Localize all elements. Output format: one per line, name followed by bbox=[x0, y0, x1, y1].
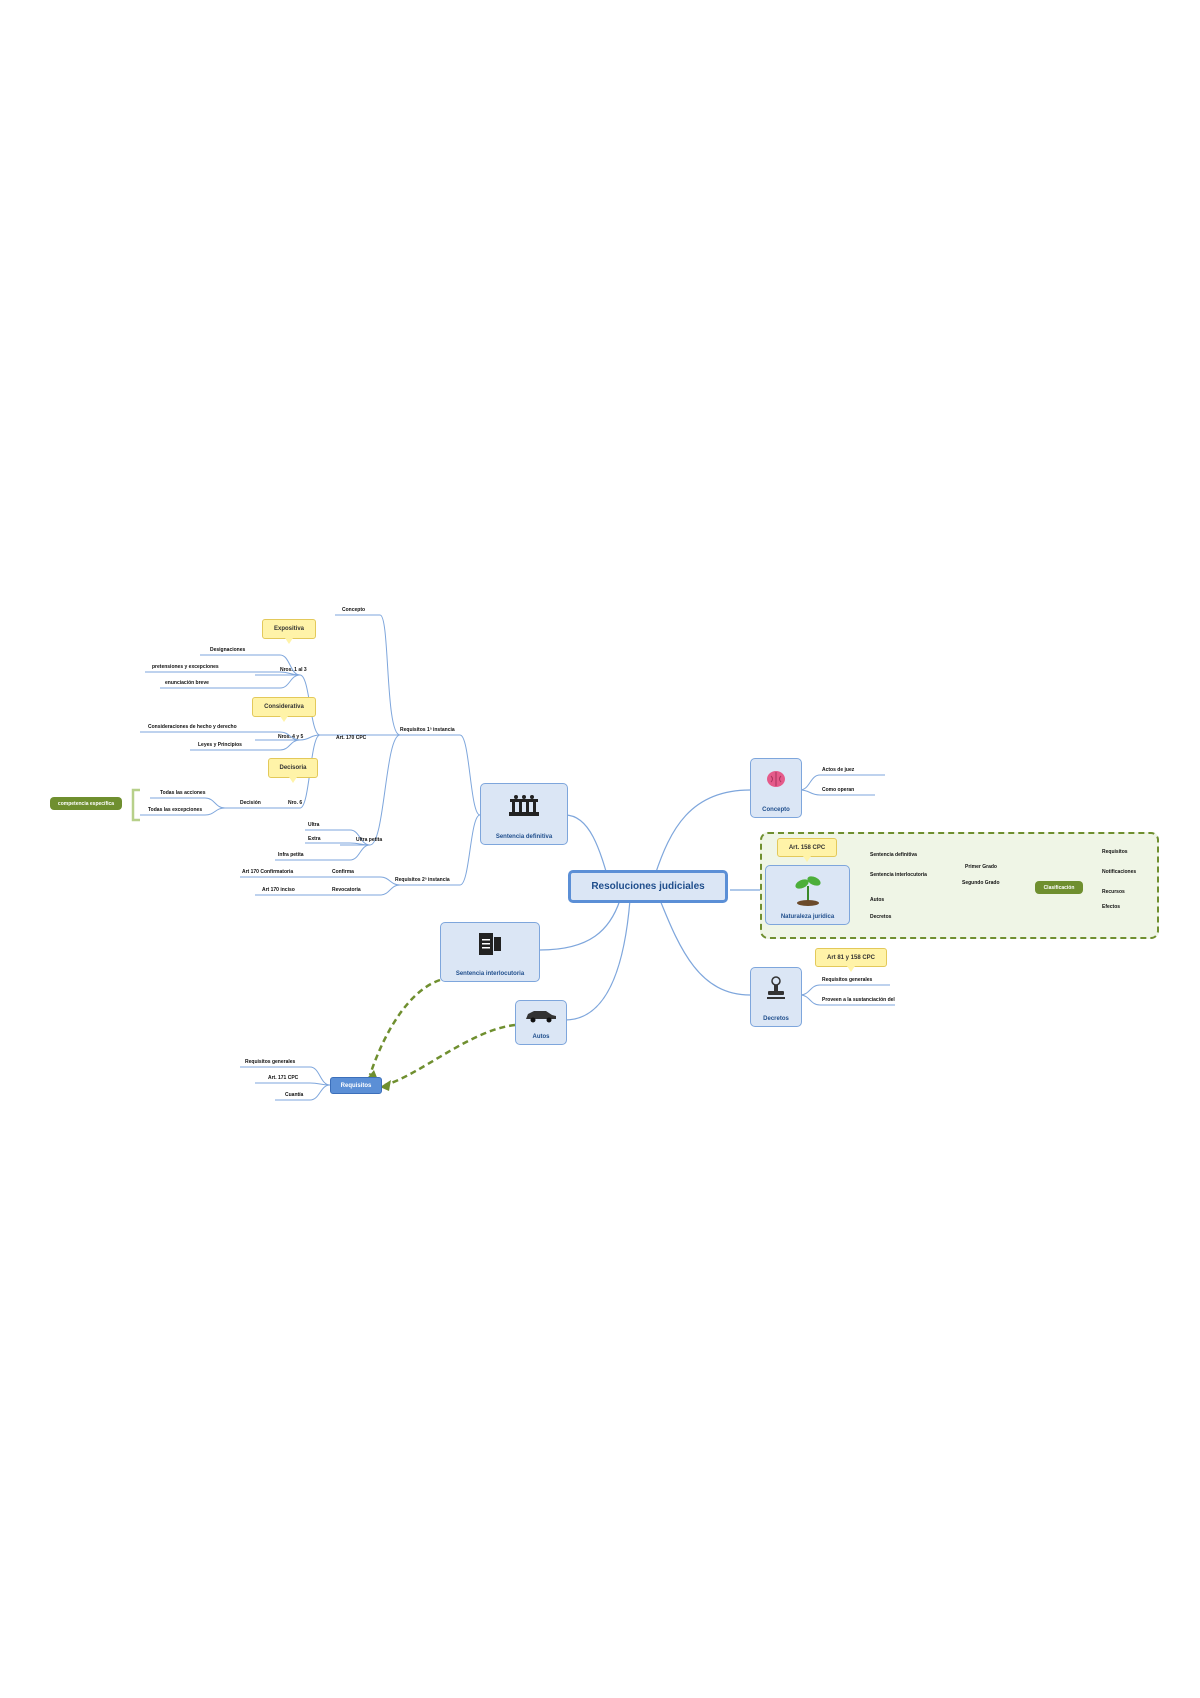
node-requisitos-r[interactable]: Requisitos bbox=[1102, 849, 1128, 855]
node-art-170-inc[interactable]: Art 170 inciso bbox=[262, 887, 295, 893]
node-ultra-petita[interactable]: Ultra petita bbox=[356, 837, 383, 843]
clasificacion-tag[interactable]: Clasificación bbox=[1035, 881, 1083, 894]
node-efectos[interactable]: Efectos bbox=[1102, 904, 1121, 910]
hub-sentencia-interlocutoria[interactable]: Sentencia interlocutoria bbox=[440, 922, 540, 982]
node-req-3[interactable]: Cuantía bbox=[285, 1092, 304, 1098]
node-naturaleza-2[interactable]: Sentencia interlocutoria bbox=[870, 872, 927, 878]
competencia-bracket bbox=[131, 788, 140, 822]
callout-art158: Art. 158 CPC bbox=[777, 838, 837, 862]
hub-label: Concepto bbox=[762, 807, 790, 813]
node-nro-6[interactable]: Nro. 6 bbox=[288, 800, 303, 806]
node-notificaciones[interactable]: Notificaciones bbox=[1102, 869, 1137, 875]
node-leyes[interactable]: Leyes y Principios bbox=[198, 742, 242, 748]
node-primer-grado[interactable]: Primer Grado bbox=[965, 864, 997, 870]
node-confirma[interactable]: Confirma bbox=[332, 869, 354, 875]
node-concepto[interactable]: Concepto bbox=[342, 607, 366, 613]
node-requisitos-1[interactable]: Requisitos 1ª instancia bbox=[400, 727, 455, 733]
arrow-autos-requisitos bbox=[384, 1023, 516, 1087]
central-topic[interactable]: Resoluciones judiciales bbox=[568, 870, 728, 903]
hub-naturaleza[interactable]: Naturaleza jurídica bbox=[765, 865, 850, 925]
node-recursos[interactable]: Recursos bbox=[1102, 889, 1125, 895]
branch-interlocutoria bbox=[539, 899, 621, 951]
node-extra[interactable]: Extra bbox=[308, 836, 321, 842]
node-art170-conf[interactable]: Art 170 Confirmatoria bbox=[242, 869, 294, 875]
node-infra-petita[interactable]: Infra petita bbox=[278, 852, 304, 858]
stamp-icon bbox=[767, 976, 785, 999]
node-nros-1-3[interactable]: Nros. 1 al 3 bbox=[280, 667, 307, 673]
node-revocatoria[interactable]: Revocatoria bbox=[332, 887, 361, 893]
hub-label: Sentencia definitiva bbox=[495, 834, 553, 840]
hub-sentencia-definitiva[interactable]: Sentencia definitiva bbox=[480, 783, 568, 845]
node-decretos-1[interactable]: Requisitos generales bbox=[822, 977, 873, 983]
node-segundo-grado[interactable]: Segundo Grado bbox=[962, 880, 1000, 886]
callout-expositiva: Expositiva bbox=[262, 619, 316, 644]
document-icon bbox=[479, 933, 501, 955]
node-todas-excepciones[interactable]: Todas las excepciones bbox=[148, 807, 203, 813]
hub-label: Naturaleza jurídica bbox=[780, 914, 835, 920]
brain-icon bbox=[767, 771, 785, 787]
node-naturaleza-1[interactable]: Sentencia definitiva bbox=[870, 852, 917, 858]
node-todas-acciones[interactable]: Todas las acciones bbox=[160, 790, 206, 796]
hub-label: Decretos bbox=[763, 1016, 789, 1022]
node-enunciacion[interactable]: enunciación breve bbox=[165, 680, 209, 686]
node-designaciones[interactable]: Designaciones bbox=[210, 647, 246, 653]
branch-autos bbox=[564, 899, 631, 1021]
hub-label: Autos bbox=[532, 1034, 550, 1040]
node-req-2[interactable]: Art. 171 CPC bbox=[268, 1075, 299, 1081]
hub-autos[interactable]: Autos bbox=[515, 1000, 567, 1045]
node-decision[interactable]: Decisión bbox=[240, 800, 261, 806]
branch-decretos bbox=[659, 899, 751, 996]
callout-decisoria: Decisoria bbox=[268, 758, 318, 783]
node-decretos[interactable]: Decretos bbox=[870, 914, 892, 920]
node-art170[interactable]: Art. 170 CPC bbox=[336, 735, 367, 741]
hub-label: Sentencia interlocutoria bbox=[455, 971, 525, 977]
sprout-icon bbox=[794, 876, 821, 906]
competencia-tag[interactable]: competencia específica bbox=[50, 797, 122, 810]
node-pretensiones[interactable]: pretensiones y excepciones bbox=[152, 664, 219, 670]
arrow-interlocutoria-requisitos bbox=[368, 978, 441, 1076]
node-nros-4-5[interactable]: Nros. 4 y 5 bbox=[278, 734, 304, 740]
node-req-1[interactable]: Requisitos generales bbox=[245, 1059, 296, 1065]
node-concepto-2[interactable]: Como operan bbox=[822, 787, 855, 793]
node-concepto-1[interactable]: Actos de juez bbox=[822, 767, 855, 773]
hub-decretos[interactable]: Decretos bbox=[750, 967, 802, 1027]
courthouse-icon bbox=[509, 795, 539, 816]
node-requisitos-2[interactable]: Requisitos 2ª instancia bbox=[395, 877, 450, 883]
car-icon bbox=[526, 1011, 556, 1023]
node-autos[interactable]: Autos bbox=[870, 897, 885, 903]
hub-concepto[interactable]: Concepto bbox=[750, 758, 802, 818]
node-ultra[interactable]: Ultra bbox=[308, 822, 320, 828]
node-consideraciones[interactable]: Consideraciones de hecho y derecho bbox=[148, 724, 237, 730]
requisitos-node[interactable]: Requisitos bbox=[330, 1077, 382, 1094]
branch-concepto bbox=[654, 789, 751, 876]
callout-considerativa: Considerativa bbox=[252, 697, 316, 722]
node-decretos-2[interactable]: Proveen a la sustanciación del bbox=[822, 997, 895, 1003]
callout-art81: Art 81 y 158 CPC bbox=[815, 948, 887, 972]
